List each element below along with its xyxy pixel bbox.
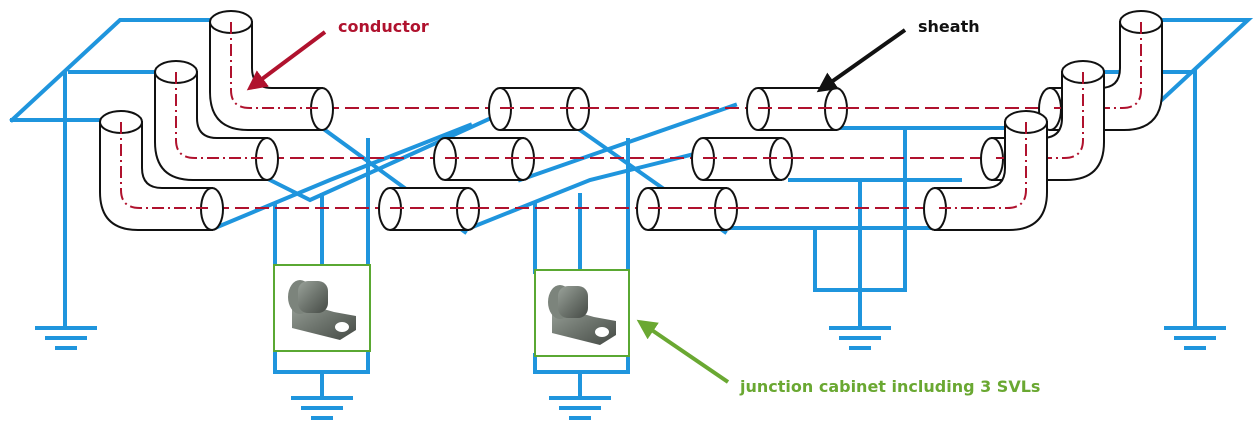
ground-symbol-icon <box>829 326 891 350</box>
junction-1-leads <box>273 138 370 400</box>
sheath-segment <box>488 87 590 131</box>
junction-arrow <box>636 319 730 384</box>
cable-bend-left-2 <box>154 60 279 181</box>
ground-symbol-icon <box>35 326 97 350</box>
conductor-arrow <box>246 30 327 91</box>
sheath-segment <box>691 137 793 181</box>
sheath-segment <box>746 87 848 131</box>
cable-bend-left-3 <box>99 110 224 231</box>
sheath-arrow <box>816 28 907 93</box>
left-bonding-frame <box>9 18 217 330</box>
cable-bend-right-3 <box>923 110 1048 231</box>
ground-symbol-icon <box>1164 326 1226 350</box>
junction-2-leads <box>533 138 630 400</box>
sheath-label: sheath <box>918 17 980 36</box>
junction-cabinet-label: junction cabinet including 3 SVLs <box>739 377 1040 396</box>
cable-bend-left-1 <box>209 10 334 131</box>
junction-cabinet-1 <box>273 264 371 352</box>
ground-symbol-icon <box>291 396 353 420</box>
surge-voltage-limiter-icon <box>548 285 616 345</box>
conductor-lines <box>135 107 1085 209</box>
junction-cabinet-2 <box>534 269 630 357</box>
surge-voltage-limiter-icon <box>288 280 356 340</box>
conductor-lines-overlay <box>390 107 848 209</box>
conductor-label: conductor <box>338 17 429 36</box>
sheath-segment <box>636 187 738 231</box>
ground-symbol-icon <box>549 396 611 420</box>
